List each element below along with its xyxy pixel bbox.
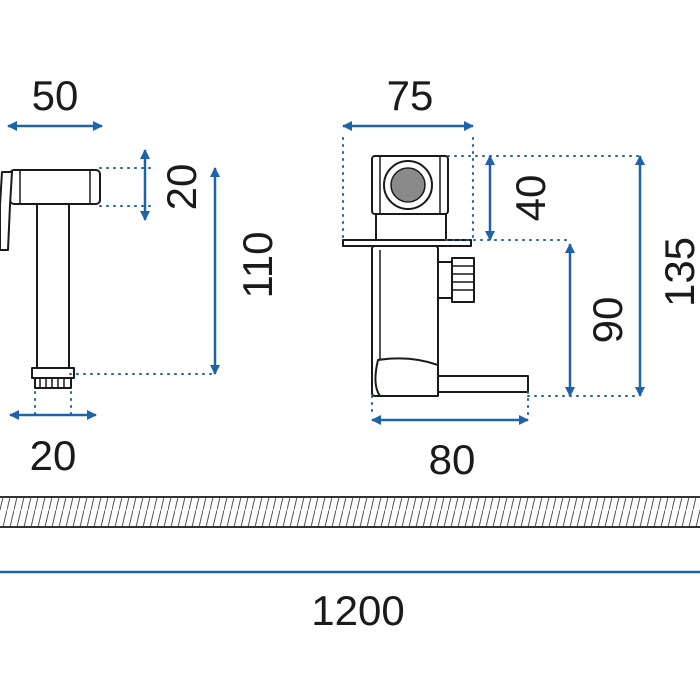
dimension-valve-depth: 80	[371, 415, 529, 483]
valve-drawing	[342, 155, 529, 397]
dimension-hose-length: 1200	[0, 570, 700, 634]
valve-knob-center	[390, 167, 426, 203]
valve-lever	[374, 357, 439, 397]
dimension-valve-body-height: 40	[485, 155, 554, 241]
dim-label-hose-length: 1200	[311, 587, 404, 634]
valve-extension-lines	[342, 137, 641, 416]
sprayer-drawing	[0, 169, 101, 389]
dimension-valve-outlet-height: 90	[565, 243, 631, 397]
dim-label-sprayer-width: 50	[32, 72, 79, 119]
dim-label-valve-depth: 80	[429, 436, 476, 483]
sprayer-thread-bottom	[34, 377, 72, 389]
dim-label-valve-outlet-height: 90	[584, 297, 631, 344]
dim-label-valve-body-height: 40	[507, 175, 554, 222]
sprayer-lever	[0, 171, 13, 251]
valve-lever-handle	[437, 375, 529, 393]
dimension-valve-width: 75	[342, 72, 474, 131]
dim-label-valve-total-height: 135	[656, 237, 700, 307]
sprayer-thread-top	[31, 367, 75, 379]
dimension-sprayer-total-height: 110	[210, 167, 281, 375]
dim-label-sprayer-thread: 20	[30, 432, 77, 479]
dim-label-sprayer-total-height: 110	[234, 232, 281, 299]
dim-label-sprayer-head-height: 20	[158, 164, 205, 211]
sprayer-stem	[36, 203, 70, 369]
braided-hose	[0, 496, 700, 528]
valve-outlet-thread	[451, 257, 475, 303]
dimension-valve-total-height: 135	[635, 155, 700, 397]
dimension-sprayer-width: 50	[7, 72, 103, 131]
sprayer-head	[9, 169, 101, 205]
dimension-sprayer-head-height: 20	[140, 149, 205, 221]
dim-label-valve-width: 75	[387, 72, 434, 119]
dimension-sprayer-thread: 20	[9, 391, 97, 479]
valve-neck	[375, 213, 447, 243]
valve-outlet-neck	[437, 261, 453, 299]
hose-drawing	[0, 496, 700, 528]
